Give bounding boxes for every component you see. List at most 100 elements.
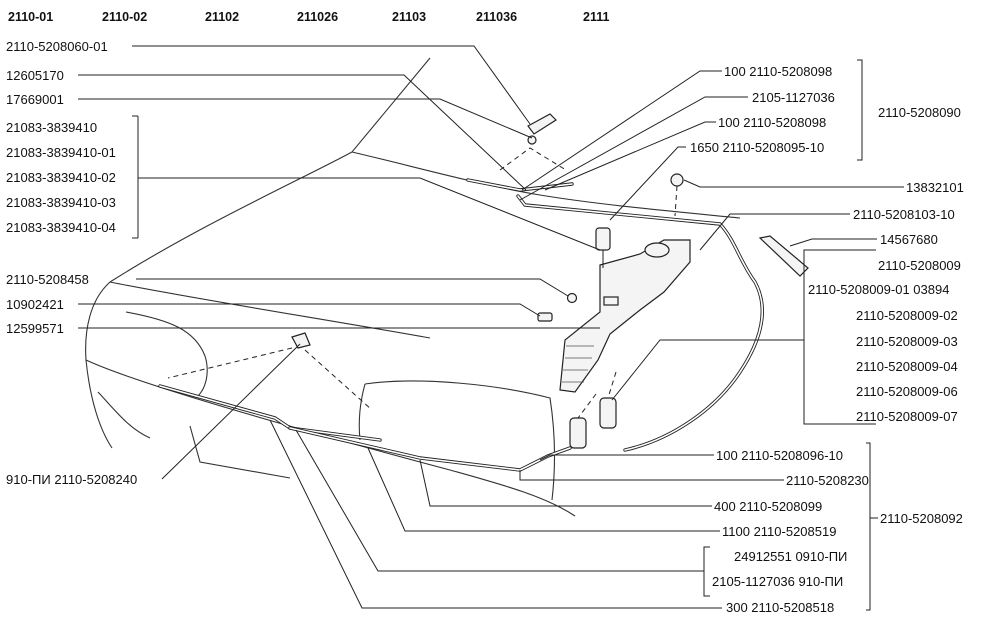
windshield-base xyxy=(364,380,555,501)
right-leaders xyxy=(269,59,904,611)
leader-line xyxy=(419,459,712,507)
lower-fascia xyxy=(97,391,151,439)
leader-line xyxy=(521,70,722,191)
part-label: 13832101 xyxy=(906,180,964,195)
part-label: 1650 2110-5208095-10 xyxy=(690,140,824,155)
part-label: 10902421 xyxy=(6,297,64,312)
bracket-line xyxy=(866,442,871,611)
leader-line xyxy=(132,45,531,125)
leader-line xyxy=(136,278,569,297)
washer-reservoir xyxy=(559,227,691,393)
reservoir-bracket xyxy=(603,296,619,306)
part-label: 2110-5208458 xyxy=(6,272,89,287)
screw xyxy=(537,312,553,322)
part-label: 100 2110-5208098 xyxy=(718,115,826,130)
model-label: 21102 xyxy=(205,10,239,24)
part-label: 100 2110-5208096-10 xyxy=(716,448,843,463)
group-label: 2110-5208090 xyxy=(878,105,961,120)
cowl-line xyxy=(351,151,741,219)
hood-edge xyxy=(109,281,431,339)
level-sensor xyxy=(595,227,611,251)
leader-line xyxy=(683,179,904,188)
bumper-line xyxy=(85,359,576,517)
leader-line xyxy=(269,419,722,609)
part-label: 2110-5208009 xyxy=(878,258,961,273)
model-header: 2110-01 2110-02 21102 211026 21103 21103… xyxy=(8,10,609,24)
hose-main xyxy=(516,194,764,452)
part-label: 2110-5208009-03 xyxy=(856,334,958,349)
leader-line xyxy=(539,454,714,461)
part-label: 2105-1127036 xyxy=(752,90,835,105)
part-label: 2105-1127036 910-ПИ xyxy=(712,574,843,589)
part-label: 14567680 xyxy=(880,232,938,247)
leader-line xyxy=(519,470,784,481)
reservoir-cap xyxy=(644,242,670,258)
bottom-labels: 100 2110-5208096-10 2110-5208230 400 211… xyxy=(712,448,963,615)
nozzle-dash xyxy=(499,147,567,171)
part-label: 300 2110-5208518 xyxy=(726,600,834,615)
windshield-side xyxy=(358,383,366,441)
pump-left xyxy=(569,417,587,449)
model-label: 211036 xyxy=(476,10,517,24)
part-label: 910-ПИ 2110-5208240 xyxy=(6,472,137,487)
bracket-line xyxy=(857,59,863,161)
part-label: 400 2110-5208099 xyxy=(714,499,822,514)
leader-line xyxy=(611,339,804,401)
headlight-outline xyxy=(125,311,208,397)
grille-line xyxy=(189,425,291,479)
tee-dash-left xyxy=(167,347,293,379)
pump-dash xyxy=(577,393,597,419)
leader-line xyxy=(367,447,720,532)
part-label: 21083-3839410-02 xyxy=(6,170,116,185)
part-label: 100 2110-5208098 xyxy=(724,64,832,79)
leader-line xyxy=(138,177,601,251)
model-label: 2111 xyxy=(583,10,609,24)
model-label: 21103 xyxy=(392,10,426,24)
part-label: 2110-5208009-04 xyxy=(856,359,958,374)
model-label: 2110-01 xyxy=(8,10,53,24)
part-label: 21083-3839410-03 xyxy=(6,195,116,210)
part-label: 21083-3839410-04 xyxy=(6,220,116,235)
a-pillar-line xyxy=(109,57,431,283)
part-label: 12599571 xyxy=(6,321,64,336)
leader-line xyxy=(609,146,686,221)
nozzle-clip xyxy=(527,135,537,145)
tee-connector xyxy=(291,332,311,349)
part-label: 1100 2110-5208519 xyxy=(722,524,836,539)
part-label: 2110-5208230 xyxy=(786,473,869,488)
clip xyxy=(566,292,578,304)
hose-front xyxy=(158,384,382,442)
part-label: 12605170 xyxy=(6,68,64,83)
pump-right xyxy=(599,397,617,429)
part-label: 24912551 0910-ПИ xyxy=(734,549,847,564)
washer-pumps xyxy=(569,371,617,449)
bracket-line xyxy=(803,249,876,425)
grommet xyxy=(670,173,684,187)
right-labels: 100 2110-5208098 2105-1127036 100 2110-5… xyxy=(690,64,964,424)
leader-line xyxy=(295,429,704,572)
model-label: 211026 xyxy=(297,10,338,24)
leader-line xyxy=(78,303,541,317)
left-leaders xyxy=(78,45,601,480)
reservoir-hatch xyxy=(562,345,594,383)
group-label: 2110-5208092 xyxy=(880,511,963,526)
bracket-line xyxy=(703,546,710,597)
part-label: 21083-3839410-01 xyxy=(6,145,116,160)
hoses xyxy=(158,178,764,472)
small-parts xyxy=(167,113,809,411)
motor-pump xyxy=(758,235,809,277)
part-label: 21083-3839410 xyxy=(6,120,97,135)
model-label: 2110-02 xyxy=(102,10,147,24)
part-label: 2110-5208009-07 xyxy=(856,409,958,424)
part-label: 2110-5208009-06 xyxy=(856,384,958,399)
part-label: 17669001 xyxy=(6,92,64,107)
leader-line xyxy=(161,343,301,480)
leader-line xyxy=(699,213,850,251)
pump-dash xyxy=(607,371,617,399)
part-label: 2110-5208009-01 03894 xyxy=(808,282,949,297)
leader-line xyxy=(78,74,527,191)
leader-line xyxy=(544,121,716,191)
car-body-outline xyxy=(85,57,741,517)
part-label: 2110-5208060-01 xyxy=(6,39,108,54)
